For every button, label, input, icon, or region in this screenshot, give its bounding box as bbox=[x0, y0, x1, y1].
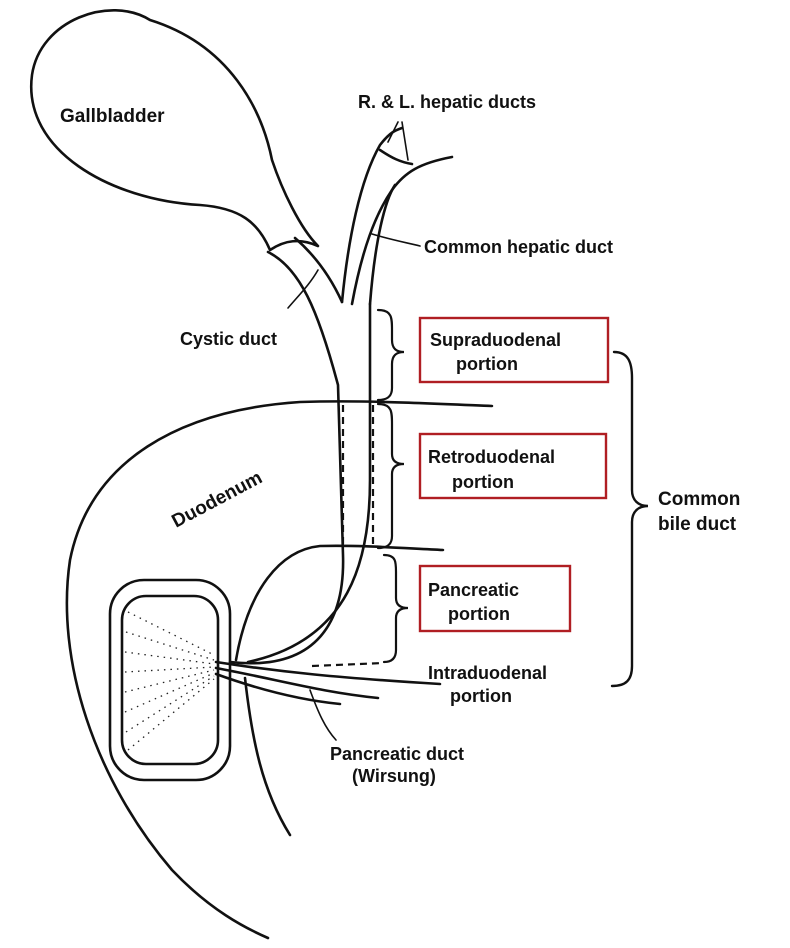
common-bile-duct-wall bbox=[248, 304, 370, 662]
pancreatic-duct-label-line1: Pancreatic duct bbox=[330, 744, 464, 764]
hepatic-ducts-leader-2 bbox=[402, 122, 408, 160]
pancreatic-portion-label-line2: portion bbox=[448, 604, 510, 624]
supraduodenal-label-line2: portion bbox=[456, 354, 518, 374]
intraduodenal-label-line2: portion bbox=[450, 686, 512, 706]
hepatic-ducts-label: R. & L. hepatic ducts bbox=[358, 92, 536, 112]
cystic-duct-left-wall bbox=[230, 252, 343, 663]
common-bile-duct-label-line1: Common bbox=[658, 489, 740, 510]
common-hepatic-leader bbox=[372, 234, 420, 246]
intraduodenal-label-line1: Intraduodenal bbox=[428, 663, 547, 683]
retroduodenal-label-line1: Retroduodenal bbox=[428, 447, 555, 467]
retroduodenal-label-line2: portion bbox=[452, 472, 514, 492]
papilla-stipple bbox=[125, 612, 214, 750]
intraduodenal-dashed bbox=[312, 663, 383, 666]
cystic-duct-label: Cystic duct bbox=[180, 329, 277, 349]
gallbladder-label: Gallbladder bbox=[60, 106, 165, 127]
hepatic-ducts-leader-1 bbox=[388, 122, 398, 142]
hepatic-upper-wall bbox=[370, 185, 395, 304]
supraduodenal-brace bbox=[378, 310, 404, 400]
duodenum-label: Duodenum bbox=[168, 467, 265, 532]
retroduodenal-brace bbox=[378, 404, 404, 548]
pancreatic-duct-leader bbox=[310, 690, 336, 740]
pancreatic-portion-label-line1: Pancreatic bbox=[428, 580, 519, 600]
supraduodenal-label-line1: Supraduodenal bbox=[430, 330, 561, 350]
common-bile-duct-brace bbox=[612, 352, 648, 686]
gallbladder-outline bbox=[31, 10, 318, 250]
papilla-inner bbox=[122, 596, 218, 764]
pancreatic-duct-label-line2: (Wirsung) bbox=[352, 766, 436, 786]
pancreas-lower-boundary bbox=[245, 678, 290, 835]
common-hepatic-outer-wall bbox=[352, 157, 452, 304]
pancreatic-brace bbox=[384, 555, 408, 662]
pancreas-upper-boundary bbox=[236, 546, 443, 660]
common-hepatic-duct-label: Common hepatic duct bbox=[424, 237, 613, 257]
common-bile-duct-label-line2: bile duct bbox=[658, 514, 737, 535]
